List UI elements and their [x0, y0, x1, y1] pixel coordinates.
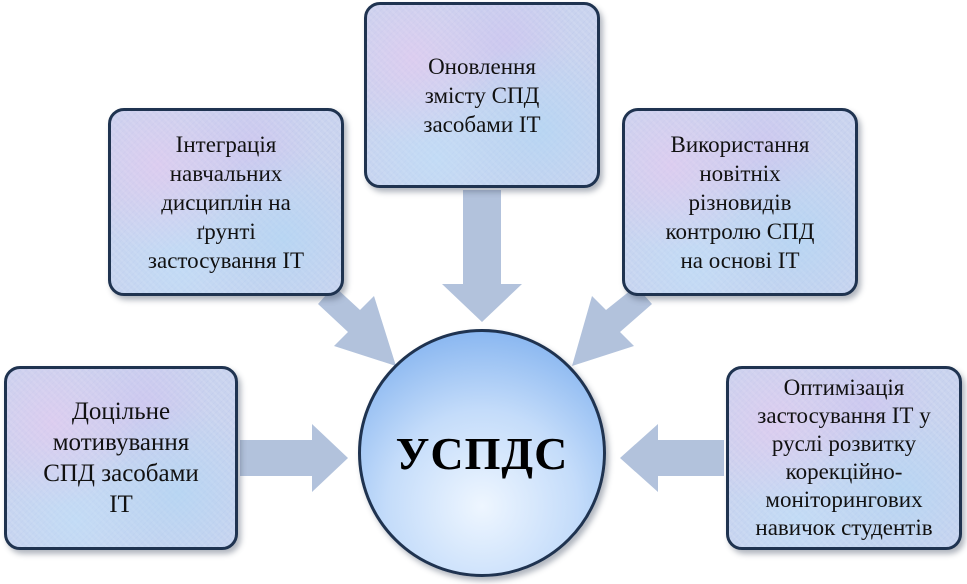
box-integration: Інтеграція навчальних дисциплін на ґрунт…: [108, 108, 344, 296]
box-content-update: Оновлення змісту СПД засобами ІТ: [364, 2, 600, 188]
box-optimization-text: Оптимізація застосування ІТ у руслі розв…: [755, 375, 933, 540]
arrow-right: [620, 424, 724, 492]
center-label: УСПДС: [395, 427, 569, 479]
box-motivation: Доцільне мотивування СПД засобами ІТ: [4, 366, 238, 550]
box-content-update-text: Оновлення змісту СПД засобами ІТ: [423, 53, 541, 137]
box-motivation-text: Доцільне мотивування СПД засобами ІТ: [43, 398, 199, 518]
arrow-upper-right: [572, 286, 652, 366]
box-optimization: Оптимізація застосування ІТ у руслі розв…: [726, 366, 962, 550]
box-control-text: Використання новітніх різновидів контрол…: [665, 131, 815, 273]
box-integration-text: Інтеграція навчальних дисциплін на ґрунт…: [147, 131, 305, 273]
arrow-left: [240, 424, 348, 492]
center-circle: УСПДС: [358, 329, 606, 577]
arrow-top: [442, 190, 522, 322]
box-control: Використання новітніх різновидів контрол…: [622, 108, 858, 296]
arrow-upper-left: [318, 286, 396, 366]
